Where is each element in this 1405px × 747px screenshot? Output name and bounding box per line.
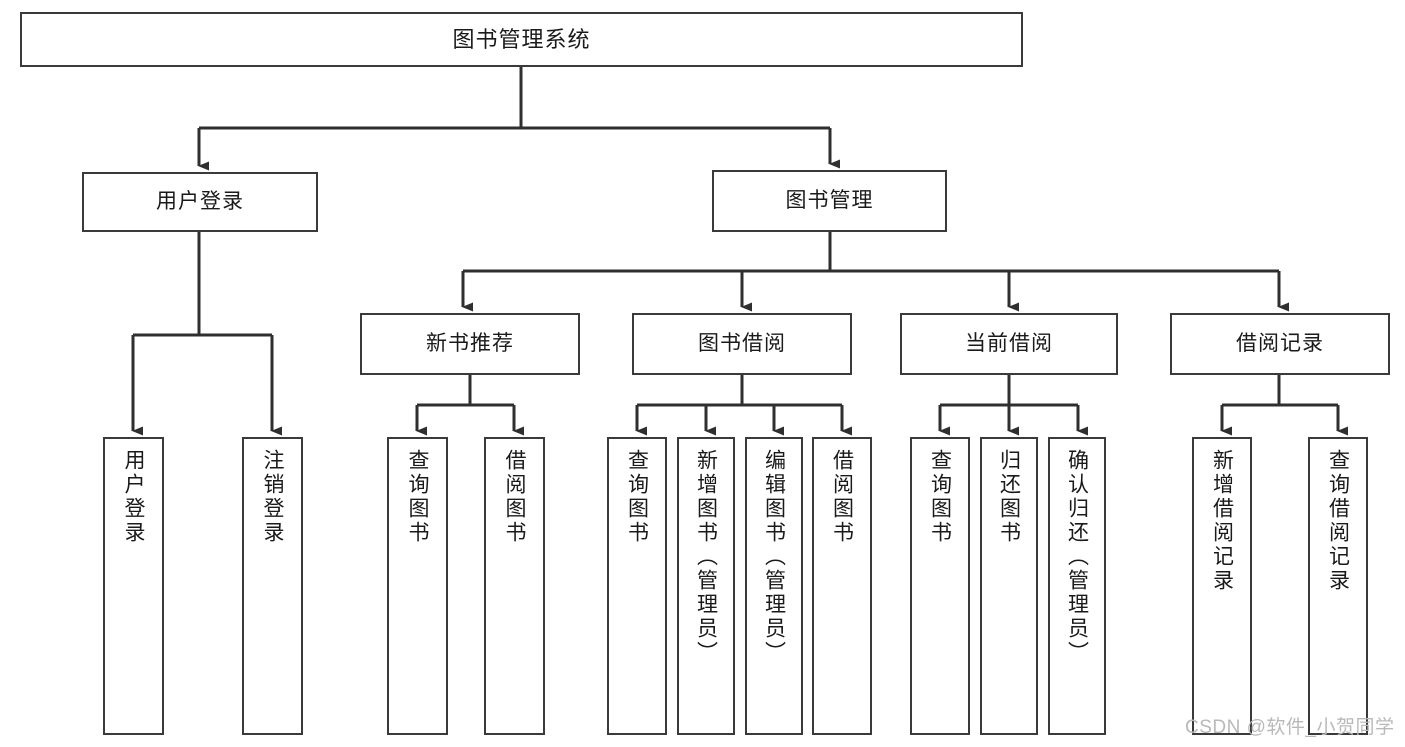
node-root-book-management-system[interactable]: 图书管理系统 [20, 12, 1023, 67]
node-book-management[interactable]: 图书管理 [712, 170, 947, 232]
node-label: 查询图书 [625, 449, 649, 545]
node-borrow-record[interactable]: 借阅记录 [1170, 313, 1390, 375]
node-current-borrow[interactable]: 当前借阅 [900, 313, 1118, 375]
node-label: 用户登录 [122, 449, 145, 545]
leaf-borrow-book[interactable]: 借阅图书 [812, 437, 872, 735]
leaf-edit-book-admin[interactable]: 编辑图书（管理员） [745, 437, 803, 735]
leaf-logout-login[interactable]: 注销登录 [242, 437, 303, 735]
leaf-borrow-book-recommend[interactable]: 借阅图书 [484, 437, 545, 735]
leaf-return-book[interactable]: 归还图书 [980, 437, 1038, 735]
node-label: 编辑图书（管理员） [762, 449, 786, 665]
leaf-user-login[interactable]: 用户登录 [103, 437, 164, 735]
node-label: 借阅图书 [830, 449, 854, 545]
leaf-confirm-return-admin[interactable]: 确认归还（管理员） [1048, 437, 1106, 735]
watermark-text: CSDN @软件_小贺同学 [1185, 717, 1395, 738]
node-label: 查询图书 [406, 449, 429, 545]
node-user-login[interactable]: 用户登录 [82, 172, 318, 232]
node-label: 当前借阅 [965, 331, 1053, 355]
node-label: 归还图书 [997, 449, 1021, 545]
leaf-query-book-recommend[interactable]: 查询图书 [387, 437, 448, 735]
node-label: 确认归还（管理员） [1065, 449, 1089, 665]
node-label: 查询图书 [928, 449, 952, 545]
node-book-borrow[interactable]: 图书借阅 [632, 313, 852, 375]
leaf-query-borrow-record[interactable]: 查询借阅记录 [1308, 437, 1368, 735]
node-new-book-recommend[interactable]: 新书推荐 [360, 313, 580, 375]
leaf-query-book-current[interactable]: 查询图书 [910, 437, 970, 735]
leaf-add-book-admin[interactable]: 新增图书（管理员） [677, 437, 735, 735]
node-label: 图书管理系统 [452, 26, 591, 52]
node-label: 查询借阅记录 [1326, 449, 1350, 593]
node-label: 新增图书（管理员） [694, 449, 718, 665]
leaf-query-book-borrow[interactable]: 查询图书 [607, 437, 667, 735]
node-label: 新书推荐 [426, 331, 514, 355]
node-label: 新增借阅记录 [1210, 449, 1234, 593]
node-label: 图书借阅 [698, 331, 786, 355]
node-label: 用户登录 [156, 189, 244, 213]
leaf-add-borrow-record[interactable]: 新增借阅记录 [1192, 437, 1252, 735]
node-label: 图书管理 [785, 188, 874, 212]
node-label: 借阅图书 [503, 449, 526, 545]
node-label: 注销登录 [261, 449, 284, 545]
node-label: 借阅记录 [1236, 331, 1324, 355]
